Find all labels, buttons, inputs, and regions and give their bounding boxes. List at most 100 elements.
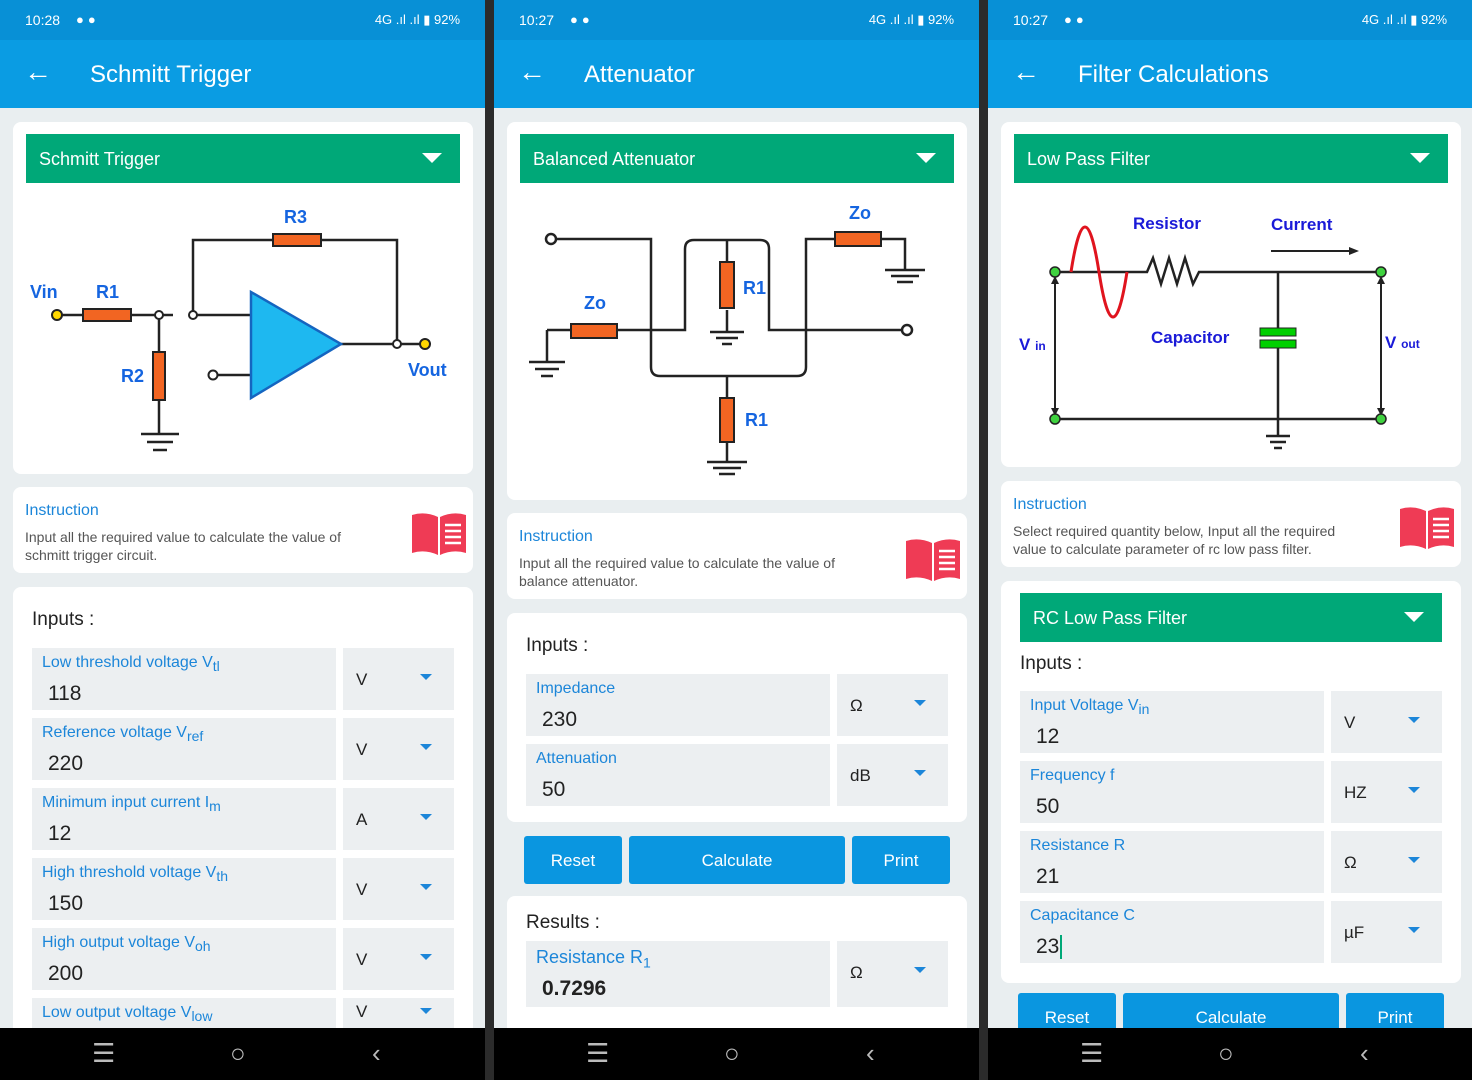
value-text: 23 [1036,935,1060,958]
unit-value: V [356,670,368,689]
home-icon[interactable]: ○ [1218,1038,1234,1068]
input-field[interactable]: Impedance 230 [526,674,830,736]
label-text: High output voltage V [42,934,195,951]
instruction-title: Instruction [25,502,99,519]
unit-dropdown[interactable]: V [343,648,454,710]
schmitt-trigger-diagram: Vin R1 R2 R3 Vout [30,207,447,452]
unit-value: µF [1344,923,1365,942]
input-field[interactable]: Minimum input current Im 12 [32,788,336,850]
vin-subscript: in [1035,339,1046,353]
input-field[interactable]: Reference voltage Vref 220 [32,718,336,780]
unit-dropdown[interactable]: Ω [1331,831,1442,893]
unit-dropdown[interactable]: µF [1331,901,1442,963]
circuit-type-dropdown[interactable]: Schmitt Trigger [26,134,460,183]
circuit-card: Schmitt Trigger Vin R1 R2 R3 Vout [13,122,473,474]
input-field[interactable]: Input Voltage Vin 12 [1020,691,1324,753]
input-field[interactable]: Attenuation 50 [526,744,830,806]
filter-subtype-dropdown[interactable]: RC Low Pass Filter [1020,593,1442,642]
book-icon[interactable] [1398,505,1456,549]
app-bar: ← Filter Calculations [988,40,1472,108]
home-icon[interactable]: ○ [230,1038,246,1068]
unit-value: dB [850,766,871,785]
input-field[interactable]: Capacitance C 23 [1020,901,1324,963]
book-icon[interactable] [410,511,468,555]
unit-value: A [356,810,368,829]
field-value: 230 [542,708,577,732]
field-value: 23 [1036,935,1063,960]
filter-type-dropdown[interactable]: Low Pass Filter [1014,134,1448,183]
status-bar: 10:28 ●● 4G .ıl .ıl ▮ 92% [0,0,485,40]
book-icon[interactable] [904,537,962,581]
rc-low-pass-filter-diagram: Resistor Current Capacitor V in V out [1019,214,1420,450]
results-heading: Results : [526,912,600,933]
back-arrow-icon[interactable]: ← [518,56,546,87]
back-arrow-icon[interactable]: ← [24,56,52,87]
label-text: Attenuation [536,750,617,767]
r1-label: R1 [745,410,768,430]
notification-icons: ●● [1064,12,1088,27]
notification-icons: ●● [76,12,100,27]
field-label: Frequency f [1030,767,1114,787]
field-label: Input Voltage Vin [1030,697,1149,717]
input-field[interactable]: High output voltage Voh 200 [32,928,336,990]
system-nav-bar: ☰ ○ ‹ [0,1028,485,1080]
system-nav-bar: ☰ ○ ‹ [494,1028,979,1080]
back-nav-icon[interactable]: ‹ [1360,1038,1369,1068]
field-label: Minimum input current Im [42,794,221,814]
result-unit-dropdown[interactable]: Ω [837,941,948,1007]
unit-dropdown[interactable]: V [1331,691,1442,753]
input-field[interactable]: Low threshold voltage Vtl 118 [32,648,336,710]
status-bar: 10:27 ●● 4G .ıl .ıl ▮ 92% [494,0,979,40]
value-text: 220 [48,752,84,775]
result-value: 0.7296 [542,977,607,1000]
print-button[interactable]: Print [852,836,950,884]
back-nav-icon[interactable]: ‹ [866,1038,875,1068]
phone-filter-calculations: 10:27 ●● 4G .ıl .ıl ▮ 92% ← Filter Calcu… [988,0,1472,1080]
status-indicators: 4G .ıl .ıl ▮ 92% [374,12,460,27]
unit-dropdown[interactable]: dB [837,744,948,806]
caret-down-icon [420,884,432,890]
unit-dropdown[interactable]: A [343,788,454,850]
instruction-card: Instruction Input all the required value… [13,487,473,573]
clock: 10:27 [1013,12,1049,28]
system-nav-bar: ☰ ○ ‹ [988,1028,1472,1080]
unit-value: HZ [1344,783,1367,802]
attenuator-type-dropdown[interactable]: Balanced Attenuator [520,134,954,183]
label-text: Resistance R [536,947,644,967]
unit-dropdown[interactable]: HZ [1331,761,1442,823]
input-field[interactable]: Resistance R 21 [1020,831,1324,893]
reset-button[interactable]: Reset [524,836,622,884]
input-field[interactable]: Frequency f 50 [1020,761,1324,823]
field-value: 21 [1036,865,1059,889]
caret-down-icon [1408,787,1420,793]
page-title: Attenuator [584,61,695,88]
current-label: Current [1271,215,1333,234]
recent-apps-icon[interactable]: ☰ [1080,1038,1104,1068]
calculate-button[interactable]: Calculate [629,836,845,884]
field-value: 200 [48,962,83,986]
app-bar: ← Schmitt Trigger [0,40,485,108]
instruction-title: Instruction [1013,496,1087,513]
unit-dropdown[interactable]: V [343,858,454,920]
unit-dropdown[interactable]: Ω [837,674,948,736]
chevron-down-icon [1410,153,1430,163]
home-icon[interactable]: ○ [724,1038,740,1068]
unit-dropdown[interactable]: V [343,928,454,990]
recent-apps-icon[interactable]: ☰ [586,1038,610,1068]
resistor-label: Resistor [1133,214,1201,233]
page-title: Filter Calculations [1078,61,1269,88]
recent-apps-icon[interactable]: ☰ [92,1038,116,1068]
dropdown-value: Low Pass Filter [1027,149,1151,169]
value-text: 50 [1036,795,1060,818]
back-nav-icon[interactable]: ‹ [372,1038,381,1068]
input-field[interactable]: High threshold voltage Vth 150 [32,858,336,920]
status-indicators: 4G .ıl .ıl ▮ 92% [1361,12,1447,27]
caret-down-icon [1408,857,1420,863]
value-text: 230 [542,708,578,731]
field-label: Resistance R1 [536,947,651,971]
back-arrow-icon[interactable]: ← [1012,56,1040,87]
r3-label: R3 [284,207,307,227]
value-text: 12 [1036,725,1060,748]
unit-dropdown[interactable]: V [343,718,454,780]
unit-value: Ω [850,696,863,715]
